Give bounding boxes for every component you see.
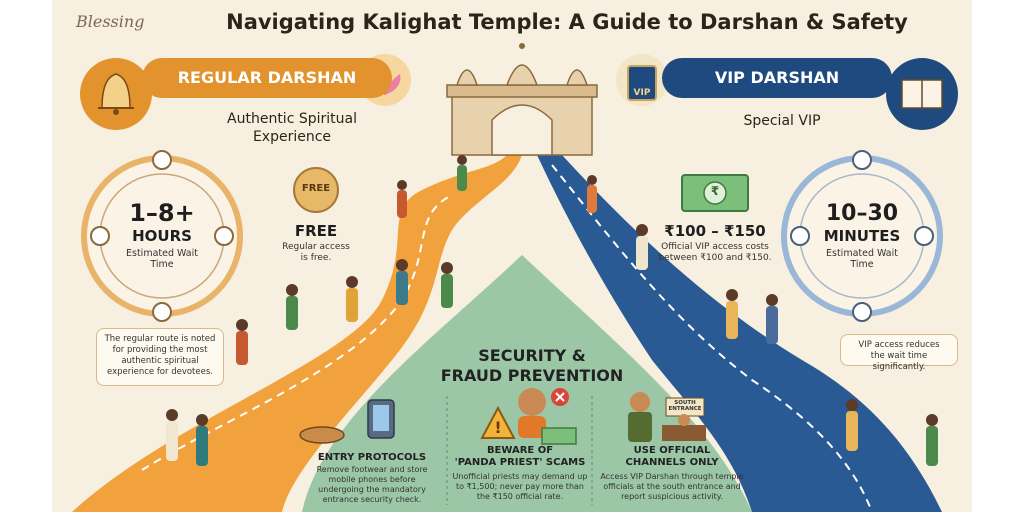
panda-priest-icon xyxy=(518,388,546,438)
phone-locker-icon xyxy=(367,399,395,439)
devotee-figures xyxy=(166,155,938,466)
regular-wait-unit: HOURS xyxy=(132,227,192,245)
regular-path xyxy=(72,155,522,512)
panda-scam-text: Unofficial priests may demand up to ₹1,5… xyxy=(452,472,588,501)
warning-icon: ! xyxy=(480,405,516,439)
regular-wait-label: Estimated Wait Time xyxy=(126,248,198,270)
vip-badge-icon xyxy=(616,54,668,106)
panda-scam-title: BEWARE OF 'PANDA PRIEST' SCAMS xyxy=(454,445,586,468)
vip-cost-title: ₹100 – ₹150 xyxy=(664,222,766,240)
temple-gate-illustration xyxy=(446,43,598,156)
entry-protocols-text: Remove footwear and store mobile phones … xyxy=(316,465,428,504)
regular-cost-title: FREE xyxy=(294,222,338,240)
vip-wait-unit: MINUTES xyxy=(823,227,901,245)
vip-wait-value: 10–30 xyxy=(825,201,899,226)
regular-wait-value: 1–8+ xyxy=(129,199,195,227)
regular-note: The regular route is noted for providing… xyxy=(96,328,224,386)
svg-text:!: ! xyxy=(494,418,501,437)
official-channels-title: USE OFFICIAL CHANNELS ONLY xyxy=(625,445,719,468)
money-icon xyxy=(541,427,577,445)
regular-subtitle: Authentic Spiritual Experience xyxy=(227,111,357,145)
banknote-symbol: ₹ xyxy=(710,184,720,198)
vip-note: VIP access reduces the wait time signifi… xyxy=(840,334,958,372)
coin-label: FREE xyxy=(301,183,331,194)
coin-icon xyxy=(293,167,339,213)
regular-darshan-banner: REGULAR DARSHAN xyxy=(142,58,392,98)
vip-darshan-banner: VIP DARSHAN xyxy=(662,58,892,98)
south-entrance-sign: SOUTH ENTRANCE xyxy=(668,400,702,412)
vip-subtitle: Special VIP xyxy=(743,113,821,129)
vip-badge-label: VIP xyxy=(633,88,651,98)
book-icon xyxy=(886,58,958,130)
help-desk-icon xyxy=(662,397,706,441)
official-channels-text: Access VIP Darshan through temple offici… xyxy=(600,472,744,501)
banknote-icon xyxy=(681,174,749,212)
security-title: SECURITY & FRAUD PREVENTION xyxy=(440,346,624,385)
illustration-layer: ! xyxy=(72,43,958,512)
vip-cost-desc: Official VIP access costs between ₹100 a… xyxy=(658,242,772,263)
footwear-icon xyxy=(299,426,345,444)
blessing-logo: Blessing xyxy=(76,12,145,31)
entry-protocols-title: ENTRY PROTOCOLS xyxy=(317,452,427,463)
vip-wait-label: Estimated Wait Time xyxy=(826,248,898,270)
security-area xyxy=(302,255,752,512)
security-officer-icon xyxy=(628,392,652,442)
page-title: Navigating Kalighat Temple: A Guide to D… xyxy=(226,10,908,34)
no-scam-icon xyxy=(551,388,569,406)
infographic-poster: ! Blessing Navigating Kalighat Temple: A… xyxy=(52,0,972,512)
regular-cost-desc: Regular access is free. xyxy=(282,242,350,263)
